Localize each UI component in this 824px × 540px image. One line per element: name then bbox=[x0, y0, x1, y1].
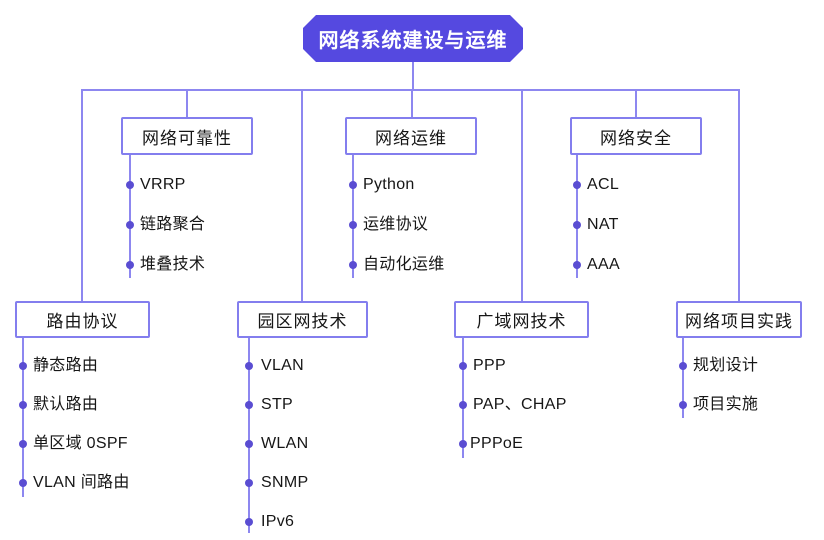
leaf-node-vrrp[interactable]: VRRP bbox=[140, 176, 186, 193]
bullet-icon bbox=[679, 401, 687, 409]
bullet-icon bbox=[573, 261, 581, 269]
item-line-wan bbox=[462, 338, 464, 458]
bullet-icon bbox=[19, 401, 27, 409]
branch-node-project[interactable]: 网络项目实践 bbox=[676, 301, 802, 338]
leaf-node-nat[interactable]: NAT bbox=[587, 216, 619, 233]
bullet-icon bbox=[245, 440, 253, 448]
item-line-project bbox=[682, 338, 684, 418]
item-line-reliability bbox=[129, 155, 131, 278]
leaf-node-single-area-ospf[interactable]: 单区域 0SPF bbox=[33, 435, 128, 452]
leaf-node-python[interactable]: Python bbox=[363, 176, 415, 193]
bullet-icon bbox=[245, 362, 253, 370]
bus-connector bbox=[81, 89, 740, 91]
branch-node-security[interactable]: 网络安全 bbox=[570, 117, 702, 155]
drop-connector-wan bbox=[521, 89, 523, 302]
drop-connector-project bbox=[738, 89, 740, 302]
item-line-security bbox=[576, 155, 578, 278]
drop-connector-security bbox=[635, 89, 637, 117]
leaf-node-stacking[interactable]: 堆叠技术 bbox=[140, 256, 206, 273]
bullet-icon bbox=[349, 221, 357, 229]
bullet-icon bbox=[19, 440, 27, 448]
branch-node-campus[interactable]: 园区网技术 bbox=[237, 301, 368, 338]
root-stem-connector bbox=[412, 62, 414, 90]
drop-connector-operations bbox=[411, 89, 413, 117]
leaf-node-stp[interactable]: STP bbox=[261, 396, 294, 413]
leaf-node-pap-chap[interactable]: PAP、CHAP bbox=[473, 396, 567, 413]
bullet-icon bbox=[573, 221, 581, 229]
leaf-node-ppp[interactable]: PPP bbox=[473, 357, 506, 374]
bullet-icon bbox=[126, 221, 134, 229]
bullet-icon bbox=[19, 362, 27, 370]
bullet-icon bbox=[126, 181, 134, 189]
bullet-icon bbox=[19, 479, 27, 487]
leaf-node-wlan[interactable]: WLAN bbox=[261, 435, 309, 452]
bullet-icon bbox=[679, 362, 687, 370]
item-line-campus bbox=[248, 338, 250, 533]
bullet-icon bbox=[126, 261, 134, 269]
branch-node-reliability[interactable]: 网络可靠性 bbox=[121, 117, 253, 155]
leaf-node-snmp[interactable]: SNMP bbox=[261, 474, 309, 491]
leaf-node-acl[interactable]: ACL bbox=[587, 176, 620, 193]
leaf-node-planning-design[interactable]: 规划设计 bbox=[693, 357, 759, 374]
bullet-icon bbox=[349, 181, 357, 189]
leaf-node-pppoe[interactable]: PPPoE bbox=[470, 435, 524, 452]
bullet-icon bbox=[349, 261, 357, 269]
leaf-node-ipv6[interactable]: IPv6 bbox=[261, 513, 295, 530]
bullet-icon bbox=[459, 401, 467, 409]
root-node[interactable]: 网络系统建设与运维 bbox=[303, 15, 523, 62]
drop-connector-campus bbox=[301, 89, 303, 302]
leaf-node-default-route[interactable]: 默认路由 bbox=[33, 396, 99, 413]
drop-connector-routing bbox=[81, 89, 83, 302]
bullet-icon bbox=[245, 518, 253, 526]
leaf-node-automation[interactable]: 自动化运维 bbox=[363, 256, 445, 273]
leaf-node-ops-protocol[interactable]: 运维协议 bbox=[363, 216, 429, 233]
branch-node-operations[interactable]: 网络运维 bbox=[345, 117, 477, 155]
leaf-node-link-aggregation[interactable]: 链路聚合 bbox=[140, 216, 206, 233]
leaf-node-vlan[interactable]: VLAN bbox=[261, 357, 304, 374]
bullet-icon bbox=[245, 401, 253, 409]
item-line-routing bbox=[22, 338, 24, 497]
bullet-icon bbox=[573, 181, 581, 189]
bullet-icon bbox=[245, 479, 253, 487]
leaf-node-static-route[interactable]: 静态路由 bbox=[33, 357, 99, 374]
drop-connector-reliability bbox=[186, 89, 188, 117]
branch-node-routing[interactable]: 路由协议 bbox=[15, 301, 150, 338]
bullet-icon bbox=[459, 440, 467, 448]
item-line-operations bbox=[352, 155, 354, 278]
branch-node-wan[interactable]: 广域网技术 bbox=[454, 301, 589, 338]
leaf-node-inter-vlan-routing[interactable]: VLAN 间路由 bbox=[33, 474, 130, 491]
leaf-node-aaa[interactable]: AAA bbox=[587, 256, 620, 273]
bullet-icon bbox=[459, 362, 467, 370]
leaf-node-project-implementation[interactable]: 项目实施 bbox=[693, 396, 759, 413]
